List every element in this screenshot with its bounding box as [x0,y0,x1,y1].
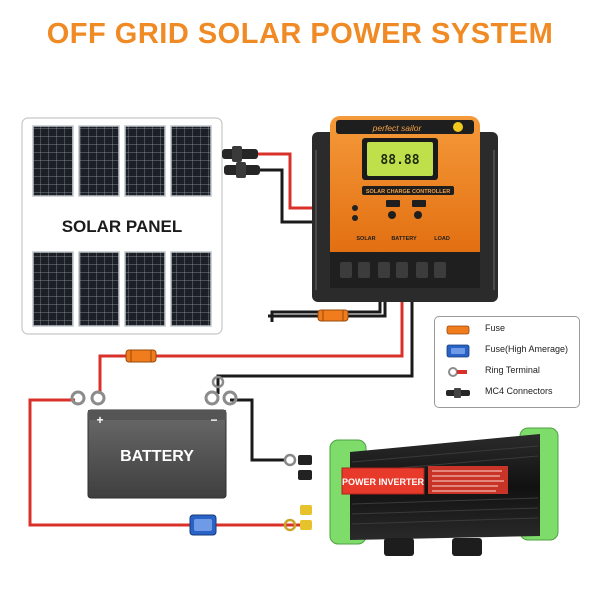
legend-item-fuse: Fuse [435,321,579,339]
power-inverter: POWER INVERTER [329,427,559,556]
mc4-connector-icon [222,146,260,178]
high-amperage-fuse-icon [189,514,217,536]
solar-panel-label: SOLAR PANEL [62,217,183,236]
controller-model-label: SOLAR CHARGE CONTROLLER [366,189,450,195]
solar-charge-controller: perfect sailor 88.88 SOLAR CHARGE CONTRO… [312,116,498,302]
solar-negative-wire [258,168,318,224]
solar-positive-wire [256,152,318,210]
fuse-icon [317,309,349,322]
mc4-connector-icon [446,388,470,398]
port-label-solar: SOLAR [356,236,375,242]
high-amperage-fuse-icon [446,344,470,358]
legend-label: MC4 Connectors [485,386,553,396]
ring-terminal-icon [70,375,238,406]
ring-terminal-icon [448,367,467,377]
battery-label: BATTERY [120,448,194,465]
legend-label: Fuse [485,323,506,333]
load-wires [98,296,414,394]
usb-port-icon [412,200,426,207]
fuse-icon [446,325,470,335]
port-label-battery: BATTERY [391,236,417,242]
legend-label: Ring Terminal [485,365,540,375]
lcd-display: 88.88 [380,153,419,168]
port-label-load: LOAD [434,236,450,242]
battery-positive-to-inverter-wire [28,398,300,527]
legend-item-mc4: MC4 Connectors [435,384,579,402]
fuse-icon [125,349,157,363]
battery-negative-to-inverter-wire [230,398,285,462]
ring-terminal-icon [283,453,312,532]
battery-plus-sign: + [96,413,103,427]
legend-item-high-amp-fuse: Fuse(High Amerage) [435,342,579,360]
brand-logo-icon [453,122,463,132]
inverter-label: POWER INVERTER [342,477,425,487]
legend-item-ring-terminal: Ring Terminal [435,363,579,381]
diagram-title: OFF GRID SOLAR POWER SYSTEM [46,18,554,50]
battery-minus-sign: − [210,413,217,427]
legend-label: Fuse(High Amerage) [485,344,569,354]
status-led-icon [352,215,358,221]
menu-button [388,211,396,219]
usb-port-icon [386,200,400,207]
battery: + − BATTERY [70,375,238,499]
legend: Fuse Fuse(High Amerage) Ring Terminal MC… [434,316,580,408]
status-led-icon [352,205,358,211]
controller-brand: perfect sailor [372,123,423,133]
set-button [414,211,422,219]
solar-panel: SOLAR PANEL [21,117,223,335]
